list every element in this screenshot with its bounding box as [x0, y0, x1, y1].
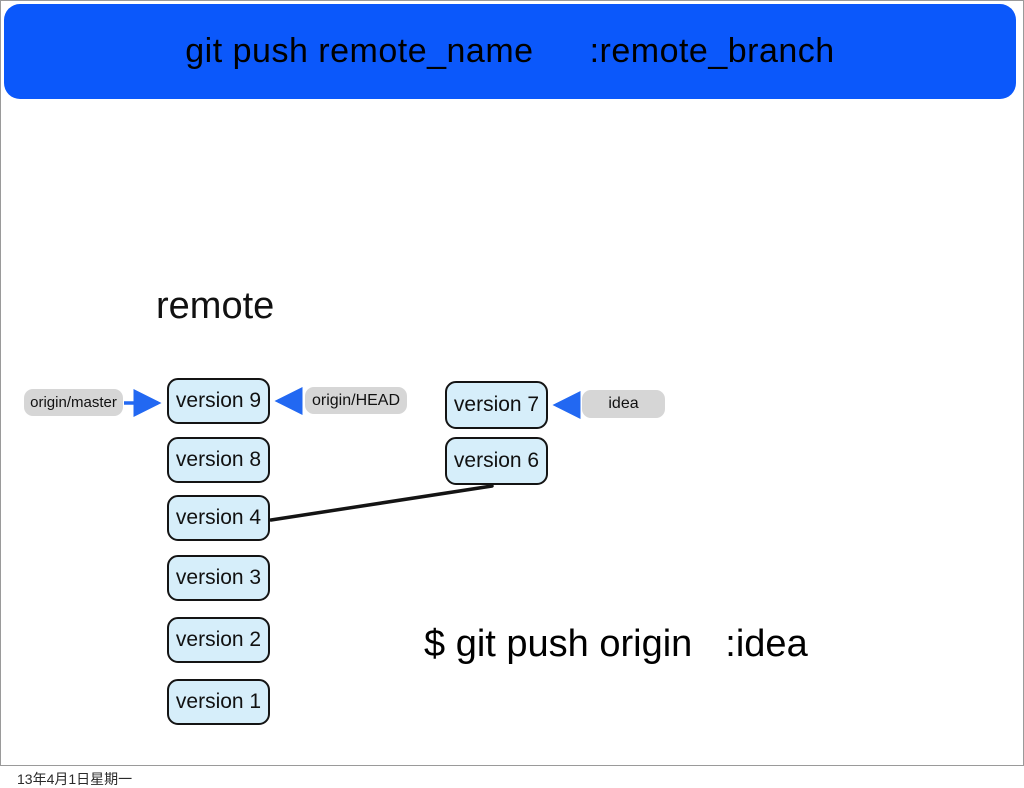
- shell-command-left: $ git push origin: [424, 623, 693, 665]
- shell-command-right: :idea: [725, 623, 808, 665]
- title-command-left: git push remote_name: [185, 32, 534, 70]
- remote-heading: remote: [156, 285, 275, 327]
- commit-box-version2: version 2: [167, 617, 270, 663]
- title-command-right: :remote_branch: [589, 32, 835, 70]
- commit-box-version6: version 6: [445, 437, 548, 485]
- commit-box-version8: version 8: [167, 437, 270, 483]
- commit-box-version7: version 7: [445, 381, 548, 429]
- ref-label-idea: idea: [582, 390, 665, 418]
- connector-version4-to-version6: [269, 484, 494, 522]
- commit-box-version9: version 9: [167, 378, 270, 424]
- slide: git push remote_name :remote_branch remo…: [0, 0, 1024, 766]
- commit-box-version1: version 1: [167, 679, 270, 725]
- commit-box-version4: version 4: [167, 495, 270, 541]
- ref-label-origin-head: origin/HEAD: [305, 387, 407, 414]
- title-bar: git push remote_name :remote_branch: [4, 4, 1016, 99]
- ref-label-origin-master: origin/master: [24, 389, 123, 416]
- footer-date: 13年4月1日星期一: [17, 771, 133, 787]
- footer: 13年4月1日星期一: [0, 766, 1024, 788]
- shell-command: $ git push origin :idea: [424, 623, 808, 666]
- commit-box-version3: version 3: [167, 555, 270, 601]
